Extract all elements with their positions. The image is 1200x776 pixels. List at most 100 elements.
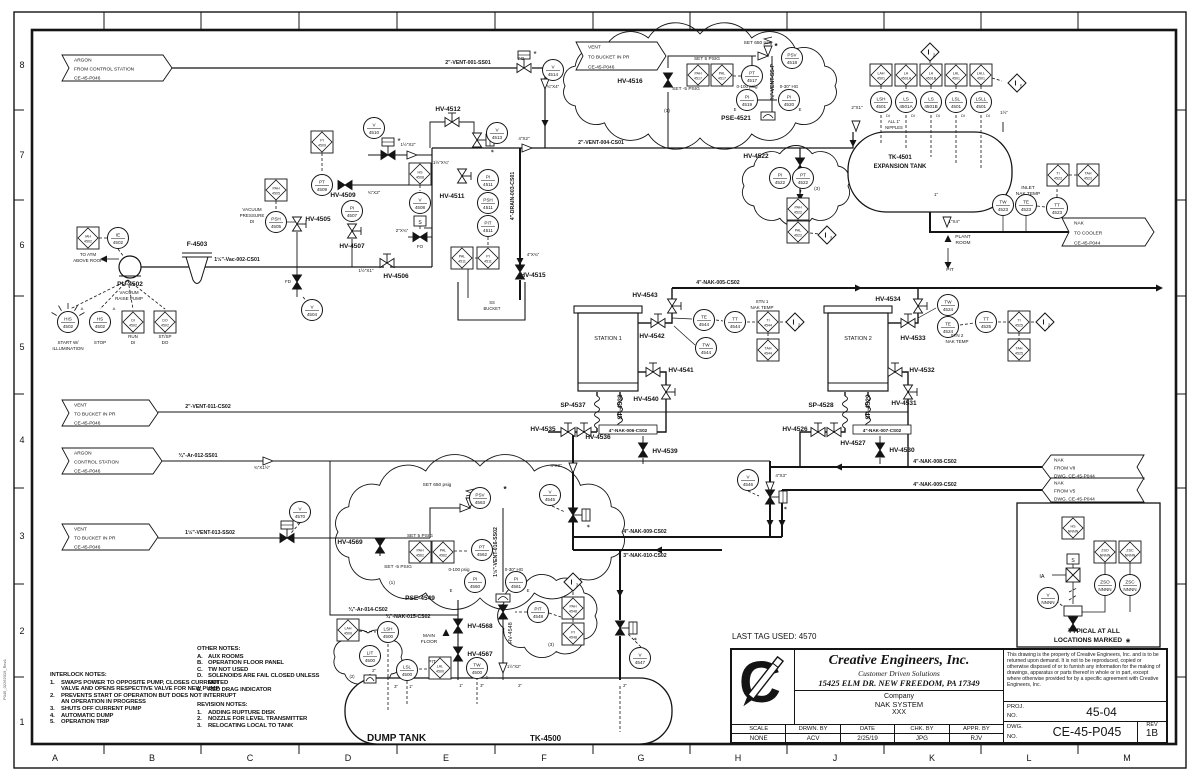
alarm-tag: TI [1056, 172, 1059, 176]
alarm-number: 4522 [794, 234, 802, 238]
instrument-tag: V [495, 128, 499, 133]
filter-F-4503 [185, 256, 209, 284]
valve-icon [444, 112, 460, 128]
label: F-4503 [187, 241, 208, 248]
label: FO [417, 244, 424, 249]
grid-number-1: 1 [19, 717, 24, 727]
instrument-tag: LSH [877, 97, 886, 102]
label: TO ATM [80, 252, 97, 257]
alarm-number: 4544 [764, 352, 772, 356]
interlock-number: 3 [576, 583, 579, 588]
reducer-icon [262, 456, 275, 466]
pipe [667, 55, 756, 68]
instrument-number: NNNN [1123, 587, 1136, 592]
instrument-number: 4519 [742, 102, 753, 107]
checked-by-label: CHK. BY [895, 725, 949, 734]
label: DI [250, 219, 255, 224]
label: 4"X2" [518, 136, 530, 141]
flag-text: FROM V5 [1054, 489, 1076, 495]
alarm-tag: PAL [440, 549, 447, 553]
valve-icon [645, 362, 661, 378]
flag-text: TO COOLER [1074, 231, 1103, 237]
alarm-number: 4517 [694, 77, 702, 81]
flow-arrow-icon [616, 590, 624, 597]
valve-icon [291, 216, 307, 232]
note-item: 2.NOZZLE FOR LEVEL TRANSMITTER [197, 716, 308, 723]
line-number: ¾"-NAK-015-CS02 [386, 613, 431, 620]
station-2-cap [823, 305, 893, 314]
flow-arrow-icon [655, 546, 662, 554]
label: PSE-4549 [405, 595, 435, 602]
scale-value: NONE [749, 735, 768, 742]
line-number: 1½"-VENT-016-SS02 [492, 527, 499, 577]
valve-icon [337, 179, 353, 191]
flag-text: TO BUCKET IN PR [74, 536, 116, 542]
instrument-tag: PI [745, 95, 749, 100]
label: (2) [349, 674, 355, 679]
flag-text: VENT [74, 403, 87, 409]
valve-icon [637, 442, 649, 458]
line-number: 4"-NAK-008-CS02 [913, 459, 957, 465]
line-number: 1½"-Vac-002-CS01 [214, 256, 260, 263]
label: (3) [548, 642, 554, 648]
signal-line [127, 279, 166, 310]
line-number: 4"-NAK-009-CS02 [913, 482, 957, 488]
drawn-by-label: DRWN. BY [786, 725, 840, 734]
label: 0-30" HG [505, 567, 524, 572]
drawing-number: CE-45-P045 [1052, 725, 1122, 740]
reducer-icon [406, 150, 419, 160]
label: DI [131, 340, 136, 345]
label: SET 650 psig [423, 482, 452, 488]
pipe [673, 325, 696, 346]
label: HV-4530 [889, 447, 915, 454]
label: DUMP TANK [367, 733, 427, 744]
label: (3) [814, 186, 820, 192]
alarm-tag: LAL [437, 665, 443, 669]
signal-line [747, 490, 760, 497]
alarm-number: 4501B [926, 77, 937, 81]
flag-text: NAK [1054, 458, 1065, 464]
typical-star: * [296, 520, 299, 529]
typical-star: * [779, 506, 788, 509]
label: C [485, 675, 488, 680]
flag-text: DWG. CE-45-P044 [1054, 497, 1095, 503]
label: ¾"X1½" [254, 464, 271, 470]
alarm-number: 4511 [458, 260, 466, 264]
label: HV-4548 [508, 622, 514, 643]
valve-icon [346, 223, 362, 239]
alarm-tag: LAH [878, 72, 885, 76]
valve-icon [810, 422, 826, 438]
alarm-number: 4525 [1015, 352, 1023, 356]
label: A [81, 306, 84, 311]
label: RAISE PUMP [115, 296, 143, 301]
alarm-number: NNNN [1068, 530, 1079, 534]
instrument-number: 4501B [924, 104, 937, 109]
label: DI [936, 114, 940, 118]
text-labels: 2"-VENT-001-SS012"-VENT-004-CS011½"-Vac-… [52, 40, 1130, 744]
label: S [1071, 558, 1075, 564]
line-number: 4"-DRAIN-003-CS01 [510, 172, 516, 221]
last-tag-note: LAST TAG USED: 4570 [732, 632, 817, 641]
grid-number-2: 2 [19, 626, 24, 636]
label: A [113, 306, 116, 311]
label: 1½"X2" [401, 141, 416, 147]
instrument-tag: LSLL [976, 97, 987, 102]
instrument-number: 4500 [365, 658, 376, 663]
flag-text: CE-45-P046 [588, 65, 615, 71]
alarm-tag: PAH [416, 549, 424, 553]
